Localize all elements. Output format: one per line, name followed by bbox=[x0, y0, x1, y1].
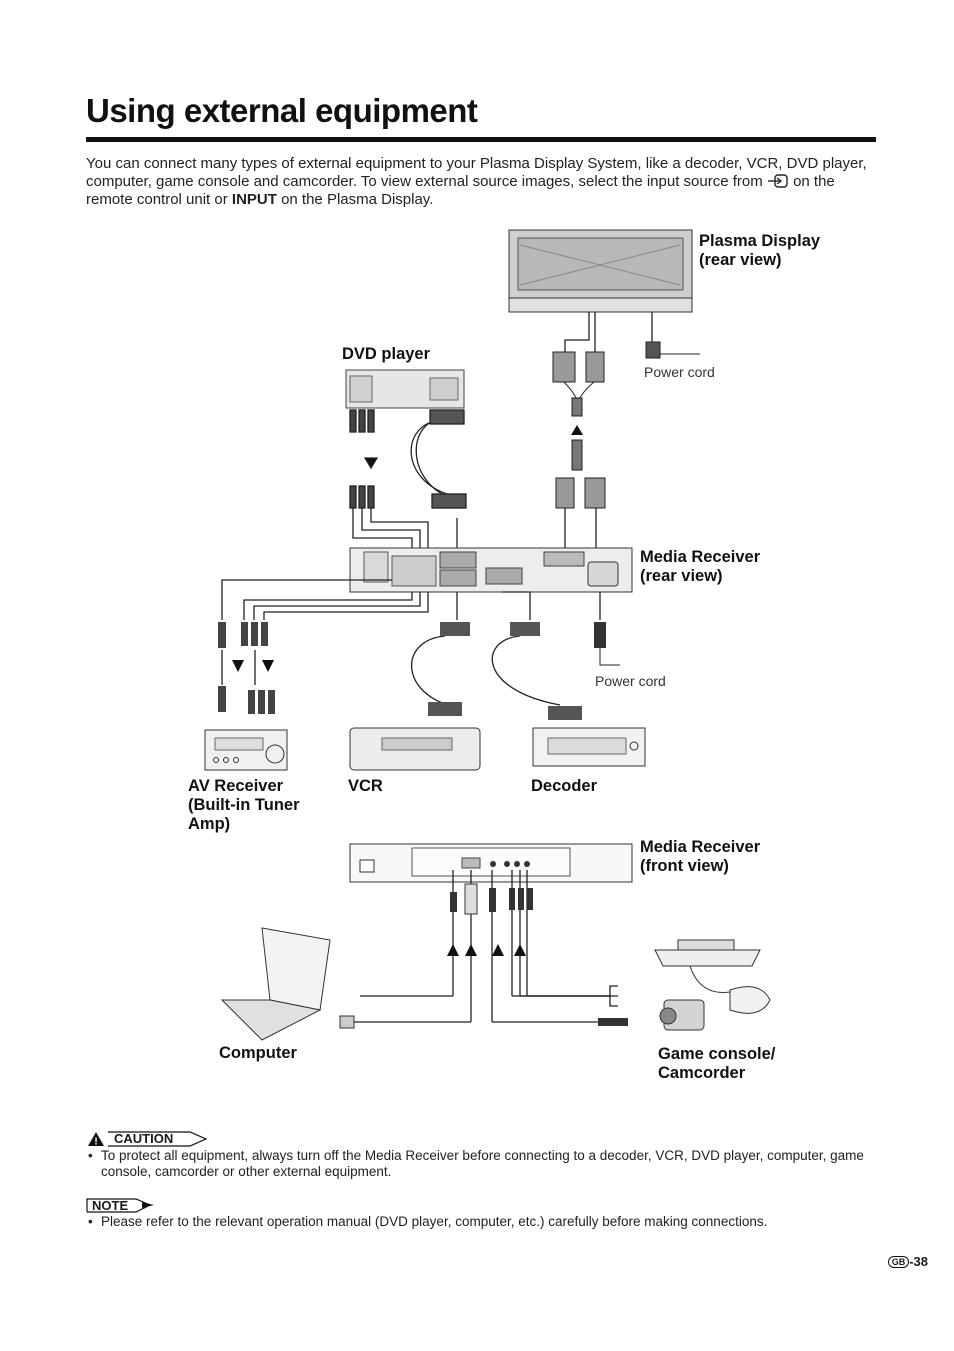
intro-paragraph: You can connect many types of external e… bbox=[86, 155, 882, 209]
label-media-receiver-rear-line2: (rear view) bbox=[640, 567, 723, 585]
caution-badge: ! bbox=[88, 1131, 208, 1148]
label-game-console: Game console/ Camcorder bbox=[658, 1045, 775, 1083]
label-media-receiver-front-line2: (front view) bbox=[640, 857, 729, 875]
vcr-illustration bbox=[349, 727, 481, 771]
label-game-console-line1: Game console/ bbox=[658, 1045, 776, 1063]
label-plasma-display: Plasma Display (rear view) bbox=[699, 232, 820, 270]
label-vcr: VCR bbox=[348, 777, 383, 795]
label-av-receiver-line2: (Built-in Tuner bbox=[188, 796, 300, 814]
intro-text-2: on the remote control unit or bbox=[86, 173, 835, 208]
caution-label: CAUTION bbox=[114, 1131, 174, 1146]
svg-text:!: ! bbox=[94, 1137, 97, 1148]
input-source-icon bbox=[767, 174, 788, 188]
bullet-dot: • bbox=[88, 1214, 93, 1229]
note-heading: NOTE bbox=[86, 1198, 158, 1219]
plasma-display-illustration bbox=[508, 229, 693, 313]
display-cable-connectors bbox=[552, 341, 700, 509]
intro-text-3: on the Plasma Display. bbox=[276, 191, 434, 208]
label-plasma-display-line1: Plasma Display bbox=[699, 232, 821, 250]
note-label: NOTE bbox=[92, 1198, 129, 1213]
decoder-illustration bbox=[532, 727, 646, 767]
page-number: GB-38 bbox=[887, 1254, 928, 1269]
av-cable-plugs bbox=[218, 622, 275, 714]
page-title: Using external equipment bbox=[86, 92, 478, 129]
media-receiver-front-illustration bbox=[349, 843, 633, 883]
caution-text: To protect all equipment, always turn of… bbox=[101, 1148, 864, 1179]
computer-illustration bbox=[220, 927, 331, 1041]
label-av-receiver: AV Receiver (Built-in Tuner Amp) bbox=[188, 777, 300, 834]
region-badge: GB bbox=[887, 1256, 910, 1268]
media-receiver-rear-illustration bbox=[349, 547, 633, 593]
front-arrows bbox=[339, 883, 628, 1029]
label-computer: Computer bbox=[219, 1044, 297, 1062]
note-badge bbox=[86, 1198, 154, 1213]
label-power-cord-bottom: Power cord bbox=[595, 673, 666, 689]
label-dvd-player: DVD player bbox=[342, 345, 431, 363]
game-console-illustration bbox=[654, 939, 771, 1014]
caution-item: • To protect all equipment, always turn … bbox=[88, 1148, 888, 1180]
label-media-receiver-rear-line1: Media Receiver bbox=[640, 548, 761, 566]
dvd-cables bbox=[349, 409, 467, 550]
caution-heading: ! CAUTION bbox=[86, 1130, 210, 1153]
bullet-dot: • bbox=[88, 1148, 93, 1163]
intro-text-1: You can connect many types of external e… bbox=[86, 155, 867, 190]
label-media-receiver-front-line1: Media Receiver bbox=[640, 838, 761, 856]
intro-input-word: INPUT bbox=[231, 191, 277, 208]
note-item: • Please refer to the relevant operation… bbox=[88, 1214, 888, 1230]
label-plasma-display-line2: (rear view) bbox=[699, 251, 782, 269]
label-media-receiver-front: Media Receiver (front view) bbox=[640, 838, 760, 876]
label-game-console-line2: Camcorder bbox=[658, 1064, 746, 1082]
label-av-receiver-line3: Amp) bbox=[188, 815, 231, 833]
label-media-receiver-rear: Media Receiver (rear view) bbox=[640, 548, 760, 586]
label-decoder: Decoder bbox=[531, 777, 598, 795]
page-number-value: -38 bbox=[909, 1254, 928, 1269]
camcorder-illustration bbox=[659, 999, 705, 1031]
av-receiver-illustration bbox=[204, 729, 288, 771]
label-av-receiver-line1: AV Receiver bbox=[188, 777, 284, 795]
label-power-cord-top: Power cord bbox=[644, 364, 715, 380]
note-text: Please refer to the relevant operation m… bbox=[101, 1214, 768, 1229]
scart-plugs bbox=[428, 622, 620, 720]
title-rule bbox=[86, 137, 876, 142]
dvd-player-illustration bbox=[345, 369, 465, 409]
